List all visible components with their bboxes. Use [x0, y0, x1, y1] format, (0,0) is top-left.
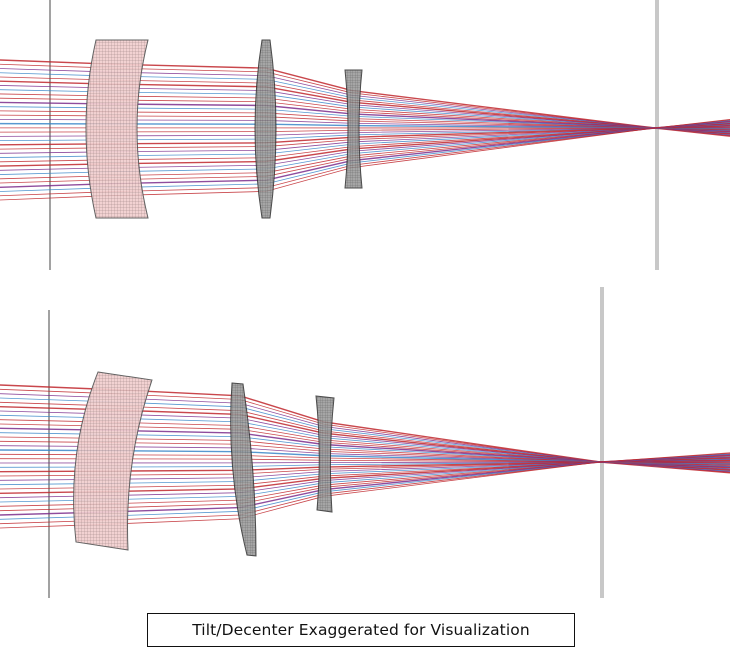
lens-2	[230, 382, 257, 557]
lens-3	[344, 69, 363, 189]
caption-box: Tilt/Decenter Exaggerated for Visualizat…	[147, 613, 575, 647]
lens-3	[315, 395, 335, 513]
lens-2	[254, 39, 277, 219]
lens-1	[85, 39, 149, 219]
lens-1	[73, 371, 153, 551]
perturbed-view	[0, 287, 730, 598]
nominal-view	[0, 0, 730, 270]
figure-caption: Tilt/Decenter Exaggerated for Visualizat…	[192, 621, 530, 639]
